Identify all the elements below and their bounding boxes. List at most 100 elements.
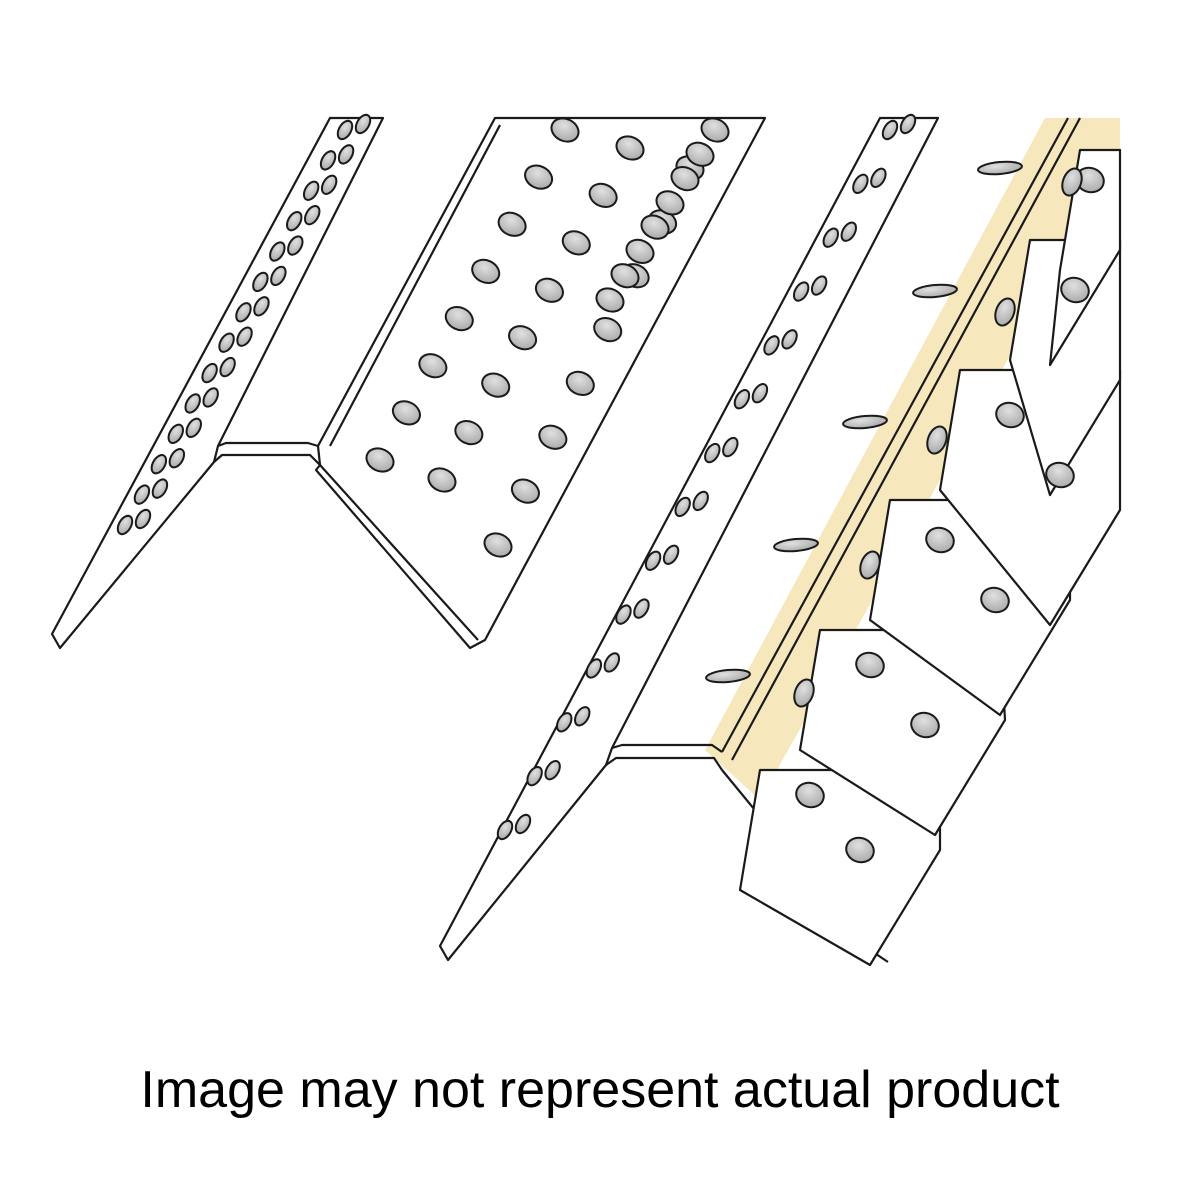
perforation-hole bbox=[235, 302, 252, 323]
perforation-hole bbox=[588, 182, 618, 209]
perforation-hole bbox=[840, 221, 857, 242]
perforation-hole bbox=[662, 544, 680, 565]
perforation-hole bbox=[497, 211, 527, 237]
perforation-holes bbox=[116, 113, 730, 558]
perforation-hole bbox=[287, 235, 304, 256]
perforation-hole bbox=[444, 305, 474, 332]
perforation-hole bbox=[899, 113, 917, 135]
perforation-hole bbox=[236, 326, 253, 347]
perforation-hole bbox=[565, 370, 595, 397]
perforation-hole bbox=[471, 258, 501, 285]
fastener-tab bbox=[773, 537, 819, 553]
perforation-hole bbox=[685, 141, 715, 167]
perforation-hole bbox=[640, 214, 670, 240]
perforation-hole bbox=[625, 238, 655, 265]
perforation-hole bbox=[202, 387, 219, 408]
perforation-hole bbox=[514, 813, 532, 835]
perforation-hole bbox=[526, 765, 543, 787]
perforation-hole bbox=[252, 271, 269, 293]
fastener-tab bbox=[912, 283, 958, 299]
slat-hole bbox=[910, 711, 940, 739]
perforation-hole bbox=[722, 436, 739, 458]
perforation-hole bbox=[544, 759, 561, 781]
perforation-hole bbox=[881, 119, 899, 141]
perforation-hole bbox=[133, 484, 151, 505]
taped-corner-bead bbox=[438, 116, 1120, 963]
perforation-hole bbox=[556, 712, 573, 733]
disclaimer-caption: Image may not represent actual product bbox=[140, 1061, 1060, 1119]
clip-head bbox=[859, 550, 881, 580]
perforation-hole bbox=[168, 448, 186, 469]
perforation-hole bbox=[574, 706, 591, 727]
perforation-hole bbox=[781, 329, 798, 350]
perforation-hole bbox=[633, 598, 650, 619]
perforation-hole bbox=[269, 241, 286, 262]
perforation-hole bbox=[704, 442, 721, 464]
perforation-hole bbox=[319, 150, 337, 171]
perforation-hole bbox=[336, 119, 354, 141]
perforation-hole bbox=[603, 652, 621, 673]
perforation-hole bbox=[184, 393, 201, 414]
perforation-hole bbox=[534, 277, 564, 303]
perforation-hole bbox=[733, 389, 751, 410]
clip-head bbox=[793, 678, 815, 708]
perforation-hole bbox=[427, 467, 457, 493]
perforation-hole bbox=[481, 372, 511, 398]
perforation-holes-right bbox=[496, 113, 1105, 864]
perforation-hole bbox=[670, 165, 700, 192]
perforation-hole bbox=[167, 423, 184, 445]
perforation-hole bbox=[655, 190, 685, 216]
perforation-hole bbox=[700, 117, 730, 143]
perforation-hole bbox=[852, 173, 869, 195]
bead-nose-right bbox=[605, 756, 723, 771]
perforation-hole bbox=[792, 281, 810, 302]
flange-slat bbox=[1048, 148, 1122, 367]
perforation-hole bbox=[610, 263, 640, 289]
perforation-hole bbox=[391, 400, 421, 426]
perforation-hole bbox=[116, 514, 134, 536]
perforation-hole bbox=[751, 383, 769, 404]
perforation-hole bbox=[201, 362, 218, 384]
perforation-hole bbox=[870, 167, 887, 189]
clip-head bbox=[1061, 167, 1083, 197]
perforation-hole bbox=[692, 490, 709, 512]
perforation-hole bbox=[615, 135, 645, 161]
fastener-tab bbox=[842, 414, 888, 430]
bead-nose bbox=[213, 453, 321, 466]
perforation-hole bbox=[302, 180, 320, 201]
perforation-hole bbox=[510, 478, 540, 504]
left-flange bbox=[50, 116, 385, 650]
perforation-hole bbox=[595, 287, 625, 313]
slat-hole bbox=[855, 651, 885, 679]
perforation-hole bbox=[483, 532, 513, 558]
perforation-hole bbox=[253, 296, 270, 317]
slat-hole bbox=[1045, 461, 1075, 489]
paper-tape-strip bbox=[705, 118, 1120, 800]
perforation-hole bbox=[508, 325, 538, 351]
fastener-tab bbox=[977, 160, 1023, 176]
perforation-hole bbox=[185, 417, 202, 439]
perforation-hole bbox=[550, 117, 580, 143]
perforation-hole bbox=[615, 604, 632, 625]
fastener-tabs bbox=[705, 160, 1083, 708]
perforation-hole bbox=[644, 550, 662, 571]
perforation-hole bbox=[134, 508, 152, 530]
slat-hole bbox=[925, 526, 955, 554]
slat-hole bbox=[845, 836, 875, 864]
perforation-hole bbox=[365, 447, 395, 473]
perforation-hole bbox=[320, 174, 338, 195]
perforation-hole bbox=[561, 230, 591, 256]
perforation-hole bbox=[763, 335, 780, 356]
perforation-hole bbox=[304, 204, 321, 226]
perforation-hole bbox=[354, 113, 372, 135]
perforation-hole bbox=[524, 164, 554, 190]
perforation-hole bbox=[150, 454, 168, 475]
perforation-hole bbox=[151, 478, 169, 499]
slat-hole bbox=[995, 401, 1025, 429]
perforation-hole bbox=[674, 496, 691, 518]
fastener-tab bbox=[705, 668, 751, 684]
clip-head bbox=[994, 297, 1016, 327]
perforation-hole bbox=[454, 419, 484, 446]
perforation-hole bbox=[496, 819, 514, 841]
